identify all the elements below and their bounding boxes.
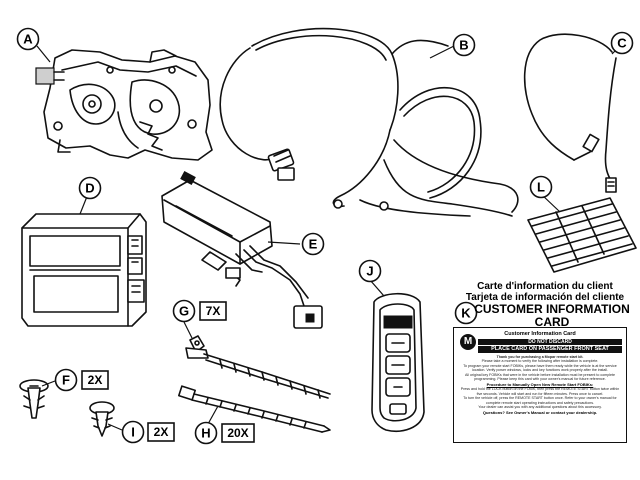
- qty-f-label: 2X: [88, 373, 103, 387]
- callout-l: L: [529, 175, 553, 199]
- card-questions: Questions? See Owner's Manual or contact…: [482, 410, 598, 416]
- card-body-1: Please take a moment to verify the follo…: [481, 359, 599, 364]
- card-body-6: Your dealer can assist you with any addi…: [478, 405, 602, 410]
- callout-j: J: [358, 259, 382, 283]
- callout-a-letter: A: [23, 32, 33, 47]
- remote-start-module-icon: [161, 170, 323, 329]
- qty-box-h: 20X: [221, 423, 255, 443]
- card-body-4: Press and hold the LOCK button on the FO…: [460, 387, 620, 396]
- card-place-instruction: PLACE CARD ON PASSENGER FRONT SEAT: [478, 346, 622, 353]
- callout-a: A: [16, 27, 40, 51]
- callout-l-letter: L: [537, 180, 545, 195]
- callout-h-letter: H: [201, 426, 210, 441]
- callout-i: I: [121, 420, 145, 444]
- qty-g-label: 7X: [206, 304, 221, 318]
- qty-box-i: 2X: [147, 422, 175, 442]
- callout-h: H: [194, 421, 218, 445]
- callout-k: K: [454, 301, 478, 325]
- callout-g-letter: G: [179, 304, 189, 319]
- key-fob-icon: [371, 292, 425, 432]
- card-heading-english: CUSTOMER INFORMATION CARD: [474, 302, 630, 329]
- callout-k-letter: K: [461, 306, 471, 321]
- mopar-logo: M: [460, 334, 476, 350]
- callout-f: F: [54, 368, 78, 392]
- qty-box-g: 7X: [199, 301, 227, 321]
- callout-f-letter: F: [62, 373, 70, 388]
- card-body-2: To program your remote start FOBIKs, ple…: [463, 363, 617, 373]
- control-module-icon: [21, 213, 147, 327]
- card-body-5: To turn the vehicle off, press the REMOT…: [463, 396, 617, 405]
- card-heading-spanish: Tarjeta de información del cliente: [465, 292, 625, 303]
- card-heading-french: Carte d'information du client: [477, 281, 613, 292]
- push-pin-retainer-icon: [19, 379, 49, 419]
- callout-e-letter: E: [309, 237, 318, 252]
- callout-b: B: [452, 33, 476, 57]
- card-procedure-heading: Procedure to Manually Open New Remote St…: [486, 382, 594, 388]
- antenna-cable-icon: [523, 33, 617, 193]
- cable-tie-mount-icon: [185, 335, 331, 399]
- christmas-tree-clip-icon: [89, 401, 115, 437]
- card-thank-you: Thank you for purchasing a Mopar remote …: [496, 355, 584, 359]
- card-title: Customer Information Card: [504, 331, 576, 337]
- adhesive-pads-icon: [527, 197, 637, 273]
- wiring-harness-icon: [219, 27, 519, 217]
- callout-j-letter: J: [366, 264, 373, 279]
- cable-tie-icon: [177, 385, 331, 433]
- customer-card-headings: Carte d'information du client Tarjeta de…: [450, 281, 640, 329]
- callout-g: G: [172, 299, 196, 323]
- card-do-not-discard: DO NOT DISCARD: [478, 339, 622, 345]
- callout-c-letter: C: [617, 36, 627, 51]
- callout-d-letter: D: [85, 181, 94, 196]
- callout-i-letter: I: [131, 425, 135, 440]
- customer-card-icon: M Customer Information Card DO NOT DISCA…: [453, 327, 627, 443]
- qty-h-label: 20X: [227, 426, 248, 440]
- card-body-3: All original key FOBIKs that were in the…: [464, 372, 615, 382]
- callout-c: C: [610, 31, 634, 55]
- callout-d: D: [78, 176, 102, 200]
- callout-b-letter: B: [459, 38, 468, 53]
- qty-i-label: 2X: [154, 425, 169, 439]
- callout-e: E: [301, 232, 325, 256]
- qty-box-f: 2X: [81, 370, 109, 390]
- hood-latch-icon: [35, 49, 213, 161]
